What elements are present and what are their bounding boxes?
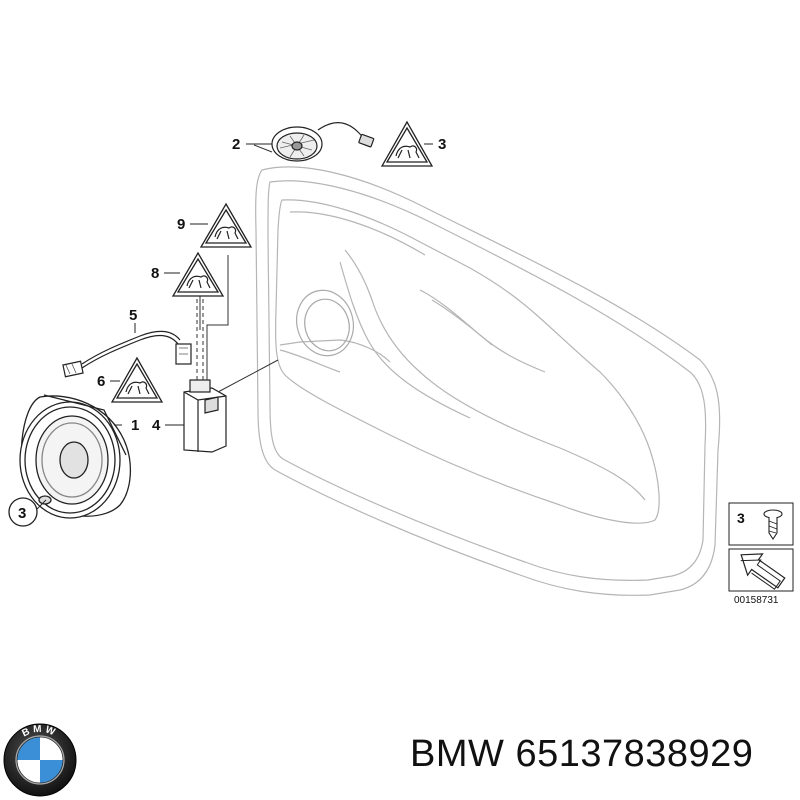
- arrow-legend: [728, 548, 794, 592]
- warning-triangle-6: [110, 356, 164, 403]
- screw-icon: [763, 509, 783, 540]
- callout-3-legend: 3: [737, 510, 745, 526]
- brand-name: BMW: [410, 733, 505, 775]
- callout-9: 9: [177, 216, 185, 233]
- tweeter: [271, 122, 375, 162]
- callout-3-circle: 3: [8, 497, 38, 527]
- door-speaker-grille: [296, 289, 354, 357]
- connector-module: [183, 379, 227, 453]
- diagram-reference-number: 00158731: [734, 595, 779, 606]
- warning-triangle-8: [171, 251, 225, 297]
- svg-text:BMW: BMW: [20, 724, 59, 740]
- warning-triangle-9: [199, 202, 253, 248]
- callout-2: 2: [232, 136, 240, 153]
- midrange-speaker: [19, 394, 132, 519]
- callout-6: 6: [97, 373, 105, 390]
- callout-4: 4: [152, 417, 161, 434]
- callout-5: 5: [129, 307, 137, 324]
- callout-3-top: 3: [438, 136, 446, 153]
- leader-lines: [35, 143, 433, 511]
- logo-letters: BMW: [20, 724, 56, 740]
- screw-legend: 3: [728, 502, 794, 546]
- door-trim-panel: [255, 166, 721, 596]
- callout-8: 8: [151, 265, 159, 282]
- assembly-lines: [196, 144, 279, 393]
- callout-1: 1: [131, 417, 139, 434]
- part-number: 65137838929: [515, 733, 754, 775]
- callout-3-left: 3: [18, 505, 26, 522]
- arrow-icon: [740, 553, 786, 590]
- speaker-cable: [62, 330, 192, 378]
- part-number-caption: BMW 65137838929: [410, 733, 753, 776]
- warning-triangle-3: [380, 120, 434, 167]
- bmw-logo: BMW: [3, 723, 77, 797]
